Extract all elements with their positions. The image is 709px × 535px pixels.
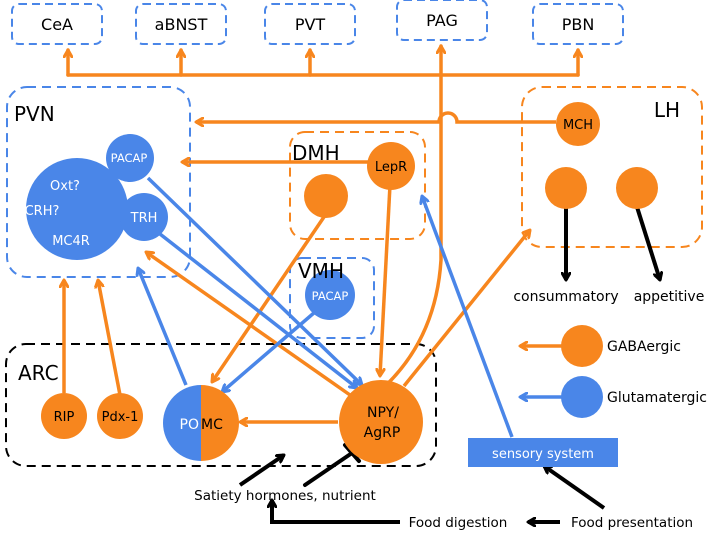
legend-gabaergic-label: GABAergic [607,339,681,355]
arc-region-box [5,343,437,467]
pdx1-label: Pdx-1 [102,410,139,425]
npy-output-tree [68,44,578,392]
consummatory-label: consummatory [513,289,618,305]
legend-gabaergic-circle [561,325,603,367]
pbn-box [532,3,624,45]
pomc-neuron [163,385,239,461]
lepr-neuron [367,142,415,190]
trh-label: TRH [130,211,158,226]
lh-region-box [521,86,703,248]
trh-neuron [120,193,168,241]
dmh-to-pomc-arrow [212,213,328,382]
lh-region-label: LH [654,98,680,122]
lh-neuron-appetitive [616,167,658,209]
npy-to-pvn-arrow [146,252,352,397]
pomc-mc-label: MC [201,417,223,433]
satiety-inhibits-npy [303,443,361,487]
satiety-label: Satiety hormones, nutrient [194,488,376,504]
food-digestion-label: Food digestion [409,515,508,531]
food-presentation-label: Food presentation [571,515,693,531]
presentation-to-sensory-arrow [544,464,606,510]
sensory-system-label: sensory system [492,447,594,462]
rip-neuron [41,393,87,439]
pbn-label: PBN [562,15,595,34]
appetitive-label: appetitive [634,289,705,305]
pvt-label: PVT [295,15,326,34]
mc4r-crh-label: CRH? [25,204,60,219]
sensory-to-lepr-arrow [422,196,514,438]
abnst-box [135,3,227,45]
pdx1-to-pvn-arrow [98,280,122,396]
pvt-box [264,3,356,45]
vmh-region-box [289,257,375,339]
vmh-pacap-to-pomc-arrow [222,304,324,392]
lepr-to-npy-arrow [380,184,392,376]
lh-neuron-consummatory [545,167,587,209]
pvn-region-label: PVN [14,102,55,126]
pomc-to-pvn-arrow [138,268,188,386]
pomc-po-label: PO [180,417,199,433]
rip-label: RIP [54,410,75,425]
abnst-label: aBNST [155,15,208,34]
cea-label: CeA [41,15,73,34]
digestion-to-satiety-arrow [272,500,400,524]
pdx1-neuron [97,393,143,439]
pag-label: PAG [426,11,458,30]
sensory-system-box [468,438,618,467]
pag-box [396,0,488,41]
pvn-region-box [6,86,191,278]
lepr-label: LepR [375,160,407,175]
legend-glutamatergic-label: Glutamatergic [607,390,707,406]
pacap-pvn-neuron [106,134,154,182]
npy-agrp-neuron [339,380,423,464]
dmh-neuron [304,174,348,218]
vmh-region-label: VMH [298,259,344,283]
arc-region-label: ARC [18,361,59,385]
npy-label-line1: NPY/ [367,405,399,421]
npy-label-line2: AgRP [364,425,401,441]
cea-box [11,3,103,45]
legend-glutamatergic-circle [561,376,603,418]
vmh-pacap-label: PACAP [312,289,349,303]
dmh-region-label: DMH [292,141,340,165]
mc4r-neuron [26,158,128,260]
mch-to-pvn-arrow [196,111,556,122]
mch-neuron [556,102,600,146]
pacap-to-npy-arrow [146,176,362,385]
mch-label: MCH [563,118,593,133]
lh-appetitive-arrow [635,206,660,280]
mc4r-main-label: MC4R [52,234,90,249]
vmh-pacap-neuron [305,270,355,320]
mc4r-oxt-label: Oxt? [50,179,80,194]
satiety-to-pomc-arrow [238,453,284,487]
pacap-pvn-label: PACAP [111,151,148,165]
trh-to-npy-arrow [158,232,357,388]
npy-to-lh-arrow [402,230,530,388]
dmh-region-box [289,131,426,240]
